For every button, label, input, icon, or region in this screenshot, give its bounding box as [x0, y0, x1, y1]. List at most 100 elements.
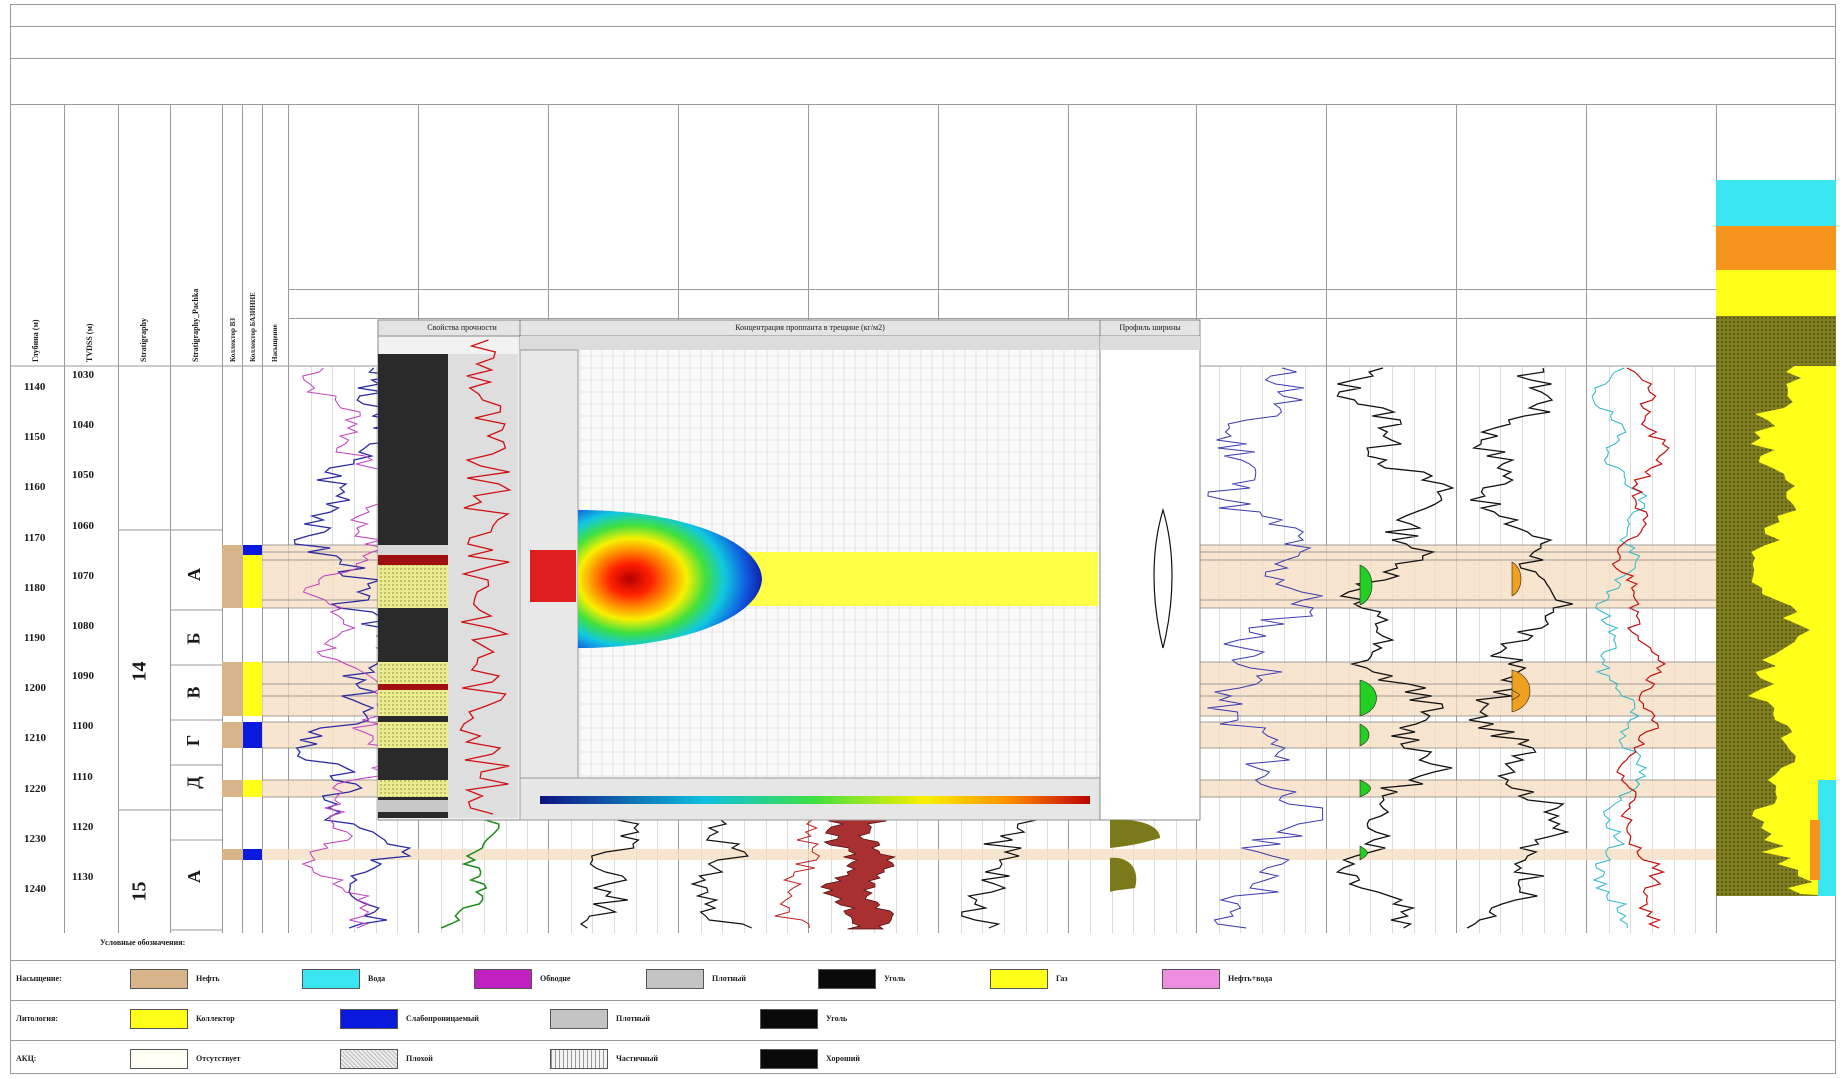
track-scale-divider [1457, 318, 1586, 333]
grid-line [1695, 367, 1697, 933]
collector1-column: Коллектор ВЗ [222, 104, 242, 933]
collector-cell [243, 722, 262, 748]
strength-track [448, 354, 518, 818]
track-scale [809, 289, 938, 304]
porosity-fill [1511, 561, 1522, 597]
legend-label: Плотный [712, 974, 746, 983]
lith-strip-cell [378, 555, 448, 565]
track-scale [939, 289, 1068, 304]
log-curve [1611, 367, 1670, 929]
track-scale-divider [809, 318, 938, 333]
lith-strip-cell [378, 800, 448, 812]
pachka-layer: Г [183, 734, 204, 747]
pachka-layer: А [184, 870, 204, 883]
strength-curve [459, 339, 512, 815]
grid-line [1262, 367, 1263, 933]
lith-strip-cell [378, 722, 448, 748]
track-scale-divider [289, 318, 418, 333]
fill-shape [1110, 857, 1137, 892]
grid-line [1522, 367, 1523, 933]
grid-line [375, 367, 377, 933]
fill-shape [1110, 819, 1160, 848]
md-tick: 1170 [24, 531, 46, 544]
pachka-layer: Б [183, 632, 204, 645]
log-curve [1207, 367, 1324, 929]
porosity-fill [1359, 845, 1368, 861]
log-curve [1466, 367, 1573, 929]
md-tick: 1220 [24, 782, 46, 795]
porosity-fill [1359, 723, 1370, 747]
tvd-tick: 1130 [72, 871, 94, 883]
density-fill [820, 817, 897, 930]
collector-cell [222, 849, 243, 860]
lith-color-swatch [1716, 180, 1836, 226]
legend-swatch [1162, 969, 1220, 989]
pachka-column: Stratigraphy_Pachka [170, 104, 222, 933]
stratigraphy-column: Stratigraphy [118, 104, 170, 933]
grid-line [332, 367, 334, 933]
tvd-tick: 1100 [72, 720, 94, 733]
width-profile-popup [1099, 319, 1201, 821]
fracture-geometry [578, 510, 762, 648]
porosity-fill [1511, 669, 1531, 713]
legend-swatch [130, 969, 188, 989]
legend-label: Частичный [616, 1054, 658, 1063]
pachka-layer: В [183, 686, 204, 699]
grid-line [1283, 367, 1285, 933]
track-scale [419, 289, 548, 304]
lith-color-swatch [1716, 226, 1836, 270]
grid-line [1218, 367, 1220, 933]
perforation-marker [530, 550, 576, 602]
grid-line [1478, 367, 1480, 933]
legend-swatch [990, 969, 1048, 989]
tvd-tick: 1070 [72, 569, 94, 582]
log-track [1456, 104, 1586, 933]
legend-swatch [340, 1049, 398, 1069]
legend-swatch [130, 1049, 188, 1069]
grid-line [1305, 367, 1307, 933]
width-profile-axis [1100, 336, 1200, 350]
legend-label: Хороший [826, 1054, 860, 1063]
log-curve [301, 367, 404, 929]
track-scale [1587, 289, 1716, 304]
grid-line [1543, 367, 1545, 933]
legend-swatch [302, 969, 360, 989]
track-scale-divider [549, 318, 678, 333]
collector-cell [243, 545, 262, 555]
log-curve [1591, 367, 1648, 928]
legend-swatch [550, 1049, 608, 1069]
colorbar [540, 796, 1090, 804]
md-tick: 1180 [24, 581, 46, 594]
legend-swatch [474, 969, 532, 989]
pachka-layer: А [184, 568, 204, 581]
track-scale [1069, 289, 1196, 304]
md-tick: 1240 [24, 883, 46, 895]
tvd-tick: 1060 [72, 519, 94, 532]
collector-cell [243, 780, 262, 797]
lith-color-swatch [1716, 270, 1836, 316]
md-column: Глубина (м) [10, 104, 64, 933]
divider [10, 58, 1836, 59]
collector-cell [222, 662, 243, 716]
track-scale-divider [1327, 318, 1456, 333]
legend-swatch [646, 969, 704, 989]
md-tick: 1190 [24, 632, 46, 644]
tvd-tick: 1110 [72, 770, 93, 783]
collector-cell [222, 722, 243, 748]
track-scale-divider [679, 318, 808, 333]
saturation-column: Насыщение [262, 104, 288, 933]
tvd-tick: 1080 [72, 620, 94, 632]
legend-label: Отсутствует [196, 1054, 241, 1063]
divider [10, 104, 1836, 105]
log-curve [1335, 367, 1455, 929]
legend-label: Нефть+вода [1228, 974, 1273, 983]
legend-label: Газ [1056, 974, 1068, 983]
track-scale [1327, 289, 1456, 304]
pachka-layer: Д [183, 776, 204, 789]
track-scale [1197, 289, 1326, 304]
lith-strip-cell [378, 684, 448, 690]
strat-unit-15: 15 [128, 881, 151, 902]
grid-line [1673, 367, 1675, 933]
legend-label: Плохой [406, 1054, 433, 1063]
